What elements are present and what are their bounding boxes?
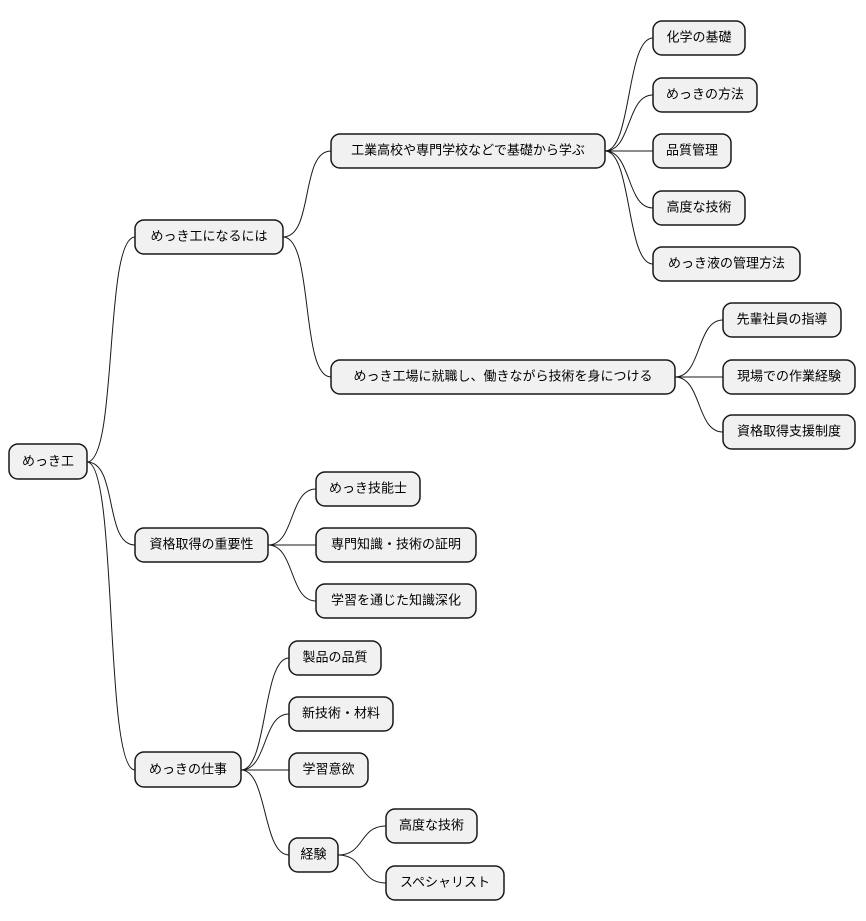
node-proof-of-knowledge-label: 専門知識・技術の証明	[331, 537, 461, 553]
node-specialist: スペシャリスト	[385, 865, 505, 901]
node-product-quality: 製品の品質	[288, 640, 382, 676]
node-plating-liquid-management: めっき液の管理方法	[652, 246, 801, 282]
node-plating-work-label: めっきの仕事	[149, 763, 227, 778]
edge-branch-1-to-school	[282, 150, 332, 238]
edge-cert-to-deepen	[267, 544, 317, 602]
edge-work-to-product	[240, 657, 290, 771]
node-how-to-become: めっき工になるには	[134, 219, 284, 255]
node-senior-guidance-label: 先輩社員の指導	[736, 312, 827, 328]
edge-root-to-branch-2	[86, 461, 136, 546]
node-advanced-skill-experience-label: 高度な技術	[399, 818, 464, 834]
node-new-tech-materials: 新技術・材料	[288, 696, 394, 732]
node-certification-support: 資格取得支援制度	[722, 414, 856, 450]
edge-branch-1-to-factory	[282, 236, 332, 378]
mindmap-edges	[86, 37, 724, 884]
node-quality-control: 品質管理	[652, 133, 732, 169]
node-plating-technician: めっき技能士	[315, 471, 421, 507]
node-experience-label: 経験	[300, 848, 326, 863]
node-certification-support-label: 資格取得支援制度	[737, 424, 841, 440]
node-proof-of-knowledge: 専門知識・技術の証明	[315, 527, 477, 563]
node-certification-importance: 資格取得の重要性	[134, 527, 269, 563]
node-quality-control-label: 品質管理	[666, 144, 718, 159]
node-specialist-label: スペシャリスト	[400, 876, 490, 891]
node-deepen-knowledge-label: 学習を通じた知識深化	[331, 593, 461, 609]
edge-root-to-branch-3	[86, 461, 136, 771]
node-learn-at-factory: めっき工場に就職し、働きながら技術を身につける	[330, 359, 676, 395]
edge-school-to-chem	[604, 37, 654, 152]
edge-school-to-advanced	[604, 150, 654, 209]
edge-work-to-newtech	[240, 713, 290, 771]
edge-school-to-liquid	[604, 150, 654, 265]
node-learn-at-factory-label: めっき工場に就職し、働きながら技術を身につける	[353, 369, 652, 385]
node-advanced-skill-school: 高度な技術	[652, 190, 746, 226]
node-deepen-knowledge: 学習を通じた知識深化	[315, 583, 477, 619]
node-certification-importance-label: 資格取得の重要性	[149, 537, 253, 553]
node-how-to-become-label: めっき工になるには	[150, 230, 267, 245]
node-chemistry-basics-label: 化学の基礎	[666, 30, 731, 46]
edge-root-to-branch-1	[86, 236, 136, 463]
node-plating-method-label: めっきの方法	[666, 87, 744, 103]
edge-factory-to-support	[674, 376, 724, 433]
node-chemistry-basics: 化学の基礎	[652, 20, 746, 56]
node-onsite-experience: 現場での作業経験	[722, 359, 856, 395]
node-learning-motivation-label: 学習意欲	[302, 762, 354, 778]
node-advanced-skill-school-label: 高度な技術	[666, 200, 731, 216]
node-senior-guidance: 先輩社員の指導	[722, 302, 842, 338]
edge-experience-to-advanced	[337, 825, 387, 856]
node-root-label: めっき工	[22, 455, 74, 470]
node-experience: 経験	[288, 837, 339, 873]
node-learn-at-school: 工業高校や専門学校などで基礎から学ぶ	[330, 133, 606, 169]
node-onsite-experience-label: 現場での作業経験	[737, 369, 841, 385]
mindmap-nodes: めっき工 めっき工になるには 資格取得の重要性 めっきの仕事 工業高校や専門学校…	[8, 20, 856, 901]
node-product-quality-label: 製品の品質	[302, 651, 367, 666]
edge-school-to-method	[604, 94, 654, 152]
edge-work-to-experience	[240, 769, 290, 856]
node-plating-work: めっきの仕事	[134, 751, 242, 788]
node-learn-at-school-label: 工業高校や専門学校などで基礎から学ぶ	[351, 143, 585, 159]
node-new-tech-materials-label: 新技術・材料	[302, 706, 380, 722]
edge-factory-to-senior	[674, 319, 724, 378]
node-plating-liquid-management-label: めっき液の管理方法	[668, 256, 785, 272]
node-advanced-skill-experience: 高度な技術	[385, 808, 478, 844]
edge-experience-to-specialist	[337, 854, 387, 884]
node-plating-technician-label: めっき技能士	[329, 482, 407, 497]
node-root: めっき工	[8, 443, 88, 480]
node-plating-method: めっきの方法	[652, 77, 758, 113]
node-learning-motivation: 学習意欲	[288, 752, 369, 788]
edge-cert-to-skill	[267, 488, 317, 546]
